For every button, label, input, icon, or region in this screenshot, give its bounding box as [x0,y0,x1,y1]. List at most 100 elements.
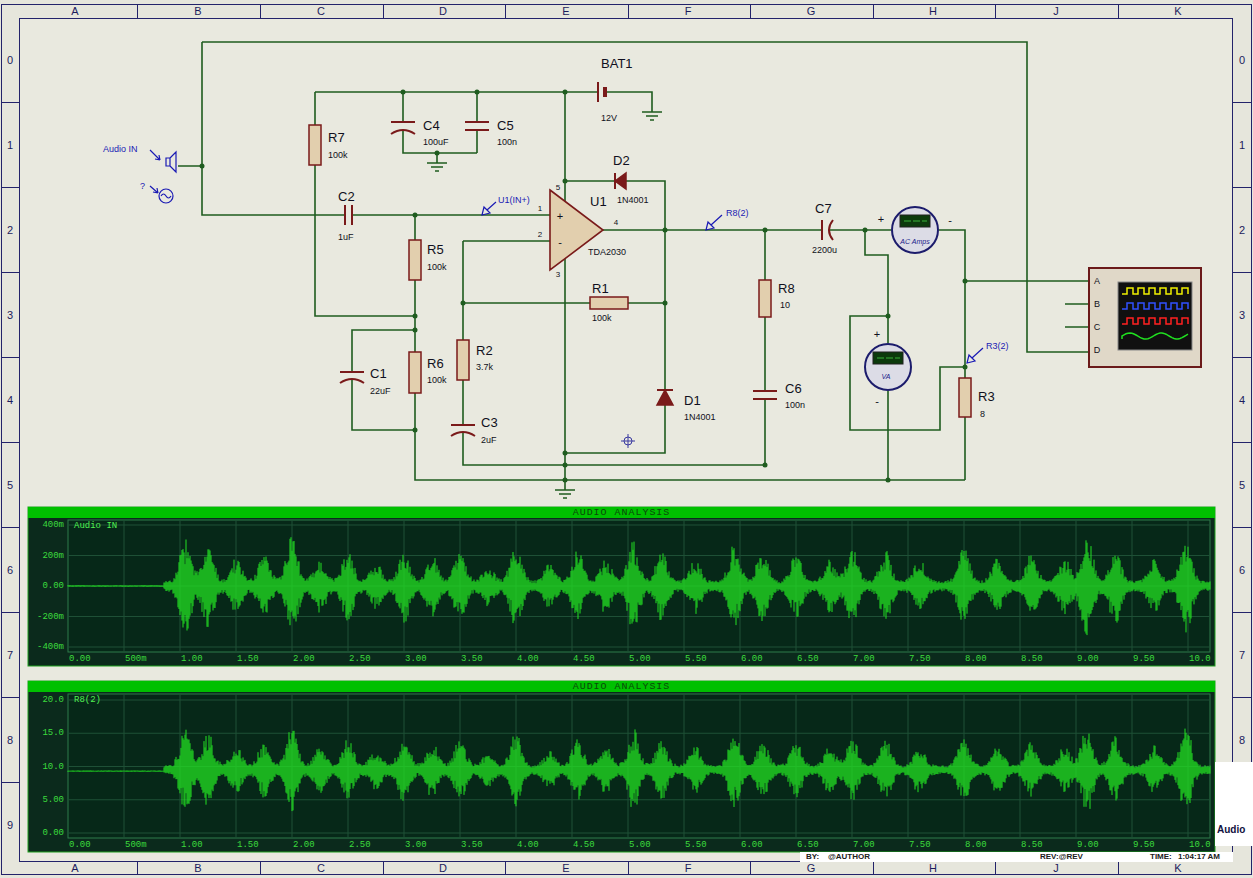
junction-dot [413,213,418,218]
grid-reference: 1 [1239,140,1245,151]
axis-tick: 4.00 [517,841,539,850]
junction-dot [563,90,568,95]
node-label: A [1094,277,1100,286]
axis-tick: 5.50 [685,655,707,664]
graph-panel-frame [28,507,1215,852]
grid-reference: 3 [7,310,13,321]
grid-reference: K [1174,863,1181,874]
battery-symbol [597,82,599,102]
graph-grid [68,520,1210,838]
capacitor-symbol [340,372,364,383]
axis-tick: 500m [125,841,147,850]
junction-dot [413,328,418,333]
part-reference: R8 [778,282,795,295]
junction-dot [763,228,768,233]
junction-dot [200,164,205,169]
axis-tick: 1.50 [237,655,259,664]
junction-dot [886,478,891,483]
axis-tick: 0.00 [42,582,64,591]
junction-dot [200,90,968,483]
grid-reference: 5 [1239,480,1245,491]
junction-dot [475,90,480,95]
grid-reference: C [317,6,325,17]
title-block [1215,762,1253,846]
diode-symbol [615,173,673,405]
part-reference: R2 [476,344,493,357]
capacitor-symbol [345,205,352,225]
junction-dot [663,301,668,306]
ground-symbol [427,112,662,498]
source-symbol [150,186,158,193]
sheet-frame [1,4,1252,875]
axis-tick: 5.00 [629,655,651,664]
grid-reference: G [807,863,816,874]
junction-dot [563,451,568,456]
panel-title: AUDIO ANALYSIS [28,507,1215,518]
node-label: Audio IN [74,522,117,531]
axis-tick: 0.00 [42,829,64,838]
axis-tick: 1.00 [181,841,203,850]
wire [178,42,1088,490]
source-label: ? [140,182,145,191]
ground-symbol [427,163,447,171]
oscilloscope: ABCD [1088,267,1202,368]
part-value: 100k [592,314,612,323]
source-symbol [161,194,171,198]
diode-symbol [615,173,626,189]
part-reference: R6 [427,357,444,370]
axis-tick: 2.50 [349,655,371,664]
grid-reference: G [807,6,816,17]
grid-reference: E [562,863,569,874]
polarity-sign: - [948,215,952,226]
axis-tick: 3.00 [405,841,427,850]
waveform [68,537,1210,811]
axis-tick: 10.0 [1189,841,1211,850]
grid-reference: 7 [1239,650,1245,661]
grid-reference: 6 [1239,565,1245,576]
part-value: 2uF [481,436,497,445]
axis-tick: 1.00 [181,655,203,664]
capacitor-symbol [340,122,833,436]
grid-reference: 7 [7,650,13,661]
axis-tick: 8.50 [1021,655,1043,664]
resistor-symbol [959,378,971,417]
source-symbol [150,150,176,203]
part-value: 100n [785,401,805,410]
part-reference: C3 [481,416,498,429]
meter-display [900,215,930,227]
axis-tick: 4.00 [517,655,539,664]
axis-tick: 7.50 [909,655,931,664]
capacitor-symbol [822,220,833,240]
sheet-area [20,19,1233,862]
part-reference: C6 [785,382,802,395]
scope-body [1089,268,1201,367]
grid-reference: F [685,6,692,17]
part-value: 22uF [370,387,391,396]
title-block-text: BY: [806,853,819,861]
grid-reference: 0 [7,55,13,66]
voltmeter-outline [864,343,912,391]
axis-tick: 20.0 [42,696,64,705]
part-value: 12V [601,114,617,123]
capacitor-symbol [451,425,475,436]
axis-tick: 8.00 [965,655,987,664]
grid-reference: 1 [7,140,13,151]
axis-tick: 10.0 [1189,655,1211,664]
grid-reference: B [194,6,201,17]
axis-tick: 6.50 [797,655,819,664]
axis-tick: 4.50 [573,841,595,850]
part-reference: R5 [427,243,444,256]
source-symbol [159,189,173,203]
polarity-sign: + [557,211,563,222]
axis-tick: 10.0 [42,762,64,771]
meter-display [873,352,903,364]
probe-symbol [706,215,722,230]
part-value: 1uF [338,233,354,242]
axis-tick: 400m [42,521,64,530]
axis-tick: 5.00 [42,795,64,804]
graph-panel-frame [68,694,1210,838]
graph-panel-frame [68,520,1210,652]
grid-reference: 0 [1239,55,1245,66]
